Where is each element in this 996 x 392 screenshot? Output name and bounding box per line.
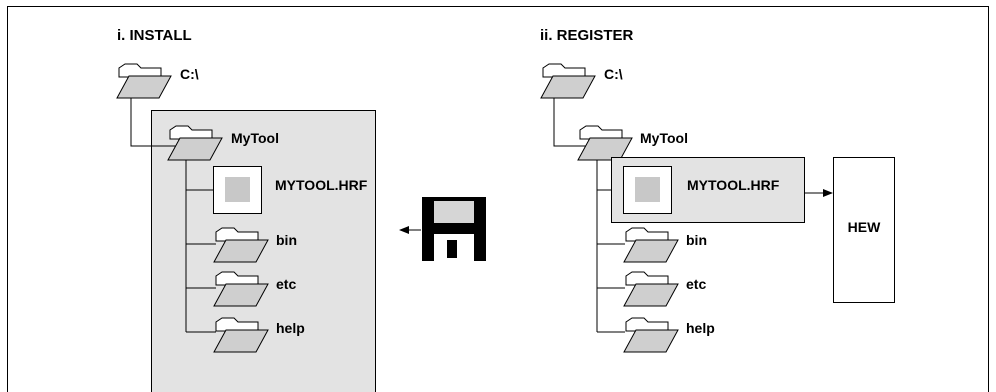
figure-border — [7, 6, 989, 392]
hew-box — [833, 157, 895, 303]
drive-folder-icon — [540, 63, 596, 99]
install-title: i. INSTALL — [117, 27, 192, 44]
register-help-label: help — [686, 320, 715, 336]
help-folder-icon — [623, 317, 679, 353]
register-folder-label: MyTool — [640, 130, 688, 146]
register-title: ii. REGISTER — [540, 27, 634, 44]
install-file-label: MYTOOL.HRF — [275, 177, 368, 193]
hrf-file-icon — [213, 166, 262, 214]
install-section: i. INSTALL C:\ MyTool MYTOOL.HRF bin etc… — [116, 27, 486, 392]
floppy-disk-icon — [422, 197, 486, 261]
register-bin-label: bin — [686, 232, 707, 248]
register-drive-label: C:\ — [604, 66, 623, 82]
etc-folder-icon — [623, 271, 679, 307]
hrf-file-icon — [623, 166, 672, 214]
install-root-connector — [130, 98, 176, 147]
register-root-connector — [553, 98, 597, 147]
drive-folder-icon — [116, 63, 172, 99]
install-help-label: help — [276, 320, 305, 336]
mytool-folder-icon — [577, 125, 633, 161]
install-folder-label: MyTool — [231, 130, 279, 146]
register-etc-label: etc — [686, 276, 706, 292]
hew-label: HEW — [848, 219, 881, 235]
register-section: ii. REGISTER C:\ MyTool MYTOOL.HRF bin e… — [540, 27, 895, 353]
install-drive-label: C:\ — [180, 66, 199, 82]
bin-folder-icon — [623, 227, 679, 263]
register-file-label: MYTOOL.HRF — [687, 177, 780, 193]
install-etc-label: etc — [276, 276, 296, 292]
install-bin-label: bin — [276, 232, 297, 248]
